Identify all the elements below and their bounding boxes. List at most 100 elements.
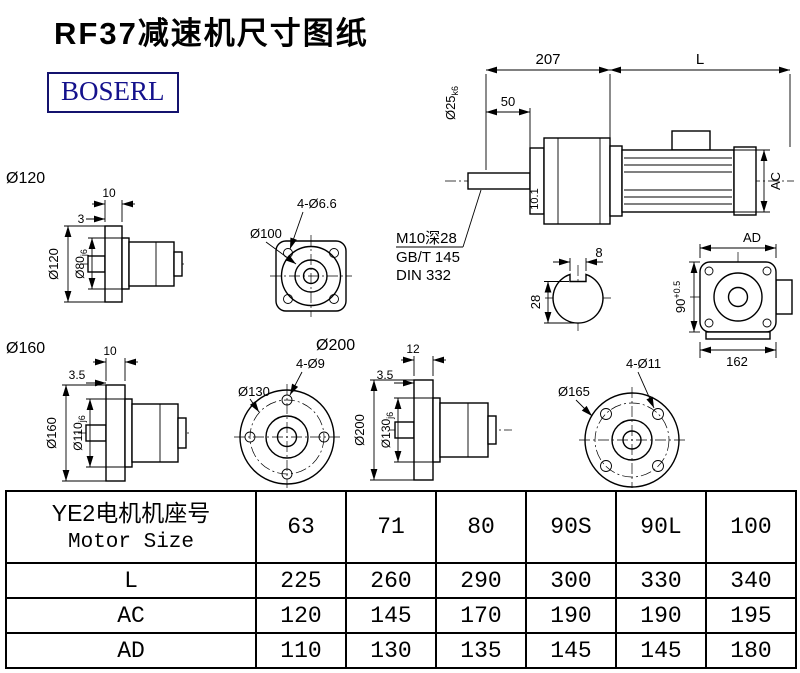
spigot (121, 237, 130, 290)
table-cell: 340 (705, 562, 797, 599)
dim-162: 162 (726, 354, 748, 369)
table-cell: 145 (345, 597, 437, 634)
motor-flange (609, 145, 623, 217)
size-column-header: 90S (525, 490, 617, 564)
table-cell: 110 (255, 632, 347, 669)
table-cell: 170 (435, 597, 527, 634)
size-column-header: 100 (705, 490, 797, 564)
dim-10-1: 10.1 (529, 188, 541, 209)
dim-bolt-holes-9: 4-Ø9 (296, 356, 325, 371)
dim-flange-od: Ø160 (44, 417, 59, 449)
spigot (432, 397, 441, 463)
dim-50: 50 (501, 94, 515, 109)
dim-key-width: 8 (595, 245, 602, 260)
note-gb-standard: GB/T 145 (396, 249, 460, 266)
shaft-section-view: 8 28 (528, 245, 611, 331)
dim-10: 10 (103, 344, 117, 358)
square-flange-100-drawing: 4-Ø6.6 Ø100 (250, 196, 352, 317)
flange-plate (413, 379, 434, 481)
table-cell: 190 (525, 597, 617, 634)
size-column-header: 90L (615, 490, 707, 564)
thread-notes: M10深28 GB/T 145 DIN 332 (396, 189, 482, 284)
flange-200-label: Ø200 (316, 337, 355, 354)
shaft-diameter-label: Ø25k6 (443, 86, 460, 120)
housing (128, 241, 175, 287)
dim-spigot: Ø80j6 (73, 249, 89, 279)
dim-28: 28 (528, 295, 543, 309)
housing (439, 402, 489, 458)
flange-160-label: Ø160 (6, 340, 45, 357)
row-label-cell: AC (5, 597, 257, 634)
input-shaft-stub (85, 424, 107, 442)
dim-flange-od: Ø120 (46, 248, 61, 280)
fan-cover (733, 146, 757, 216)
dim-bolt-holes-11: 4-Ø11 (626, 356, 661, 371)
table-cell: 190 (615, 597, 707, 634)
table-cell: 260 (345, 562, 437, 599)
table-cell: 145 (525, 632, 617, 669)
dim-100: Ø100 (250, 226, 282, 241)
dim-bolt-holes-66: 4-Ø6.6 (297, 196, 337, 211)
flange-outline (584, 392, 680, 488)
flange-120-drawing: Ø120 10 3 Ø120 Ø80j6 (6, 170, 184, 303)
round-flange-165-drawing: Ø165 4-Ø11 (558, 356, 685, 488)
row-label-cell: AD (5, 632, 257, 669)
main-assembly-drawing: 207 L 50 Ø25k6 10.1 AC (443, 51, 794, 225)
table-cell: 225 (255, 562, 347, 599)
gearbox-body (543, 137, 611, 225)
dim-L: L (696, 51, 704, 68)
flange-200-drawing: Ø200 12 3.5 Ø200 Ø130j (316, 337, 512, 481)
table-cell: 290 (435, 562, 527, 599)
table-cell: 135 (435, 632, 527, 669)
round-flange-130-drawing: Ø130 4-Ø9 (234, 356, 340, 488)
technical-drawings: 207 L 50 Ø25k6 10.1 AC M10深28 GB/T 145 D… (6, 51, 794, 488)
motor-size-header-cell: YE2电机机座号 Motor Size (5, 490, 257, 564)
table-cell: 120 (255, 597, 347, 634)
dim-130: Ø130 (238, 384, 270, 399)
page-title: RF37减速机尺寸图纸 (54, 16, 369, 51)
table-row-AC: AC 120 145 170 190 190 195 (5, 597, 797, 634)
shaft-section-outline (552, 273, 604, 324)
table-cell: 330 (615, 562, 707, 599)
flange-plate (104, 225, 123, 303)
table-cell: 300 (525, 562, 617, 599)
dim-3-5: 3.5 (69, 368, 86, 382)
output-shaft (467, 172, 531, 190)
table-cell: 130 (345, 632, 437, 669)
dim-90: 90+0.5 (672, 281, 688, 313)
square-flange-outline (275, 240, 347, 312)
table-cell: 180 (705, 632, 797, 669)
table-cell: 195 (705, 597, 797, 634)
spigot (124, 398, 133, 468)
terminal-box (671, 130, 711, 151)
flange-120-label: Ø120 (6, 170, 45, 187)
table-row-AD: AD 110 130 135 145 145 180 (5, 632, 797, 669)
housing (131, 403, 179, 463)
dim-AC: AC (768, 172, 783, 190)
note-din-standard: DIN 332 (396, 267, 451, 284)
gearbox-side-view: AD 162 90+0.5 (672, 230, 793, 369)
brand-logo: BOSERL (47, 72, 179, 114)
dim-AD: AD (743, 230, 761, 245)
header-chinese: YE2电机机座号 (51, 500, 211, 527)
output-bore (713, 272, 763, 322)
header-english: Motor Size (67, 531, 195, 555)
flange-outline (239, 389, 335, 485)
dim-10: 10 (102, 186, 116, 200)
size-column-header: 71 (345, 490, 437, 564)
flange-160-drawing: Ø160 10 3.5 Ø160 Ø110j (6, 340, 192, 482)
dim-207: 207 (535, 51, 560, 68)
dim-spigot: Ø110j6 (71, 415, 87, 450)
note-tapped-hole: M10深28 (396, 230, 457, 247)
motor-body (621, 149, 735, 213)
table-row-L: L 225 260 290 300 330 340 (5, 562, 797, 599)
dim-3: 3 (78, 212, 85, 226)
table-cell: 145 (615, 632, 707, 669)
dim-spigot: Ø130j6 (379, 412, 395, 448)
size-column-header: 80 (435, 490, 527, 564)
housing-base (705, 331, 771, 340)
dimension-table: YE2电机机座号 Motor Size 63 71 80 90S 90L 100… (5, 490, 797, 669)
size-column-header: 63 (255, 490, 347, 564)
side-protrusion (775, 279, 793, 315)
